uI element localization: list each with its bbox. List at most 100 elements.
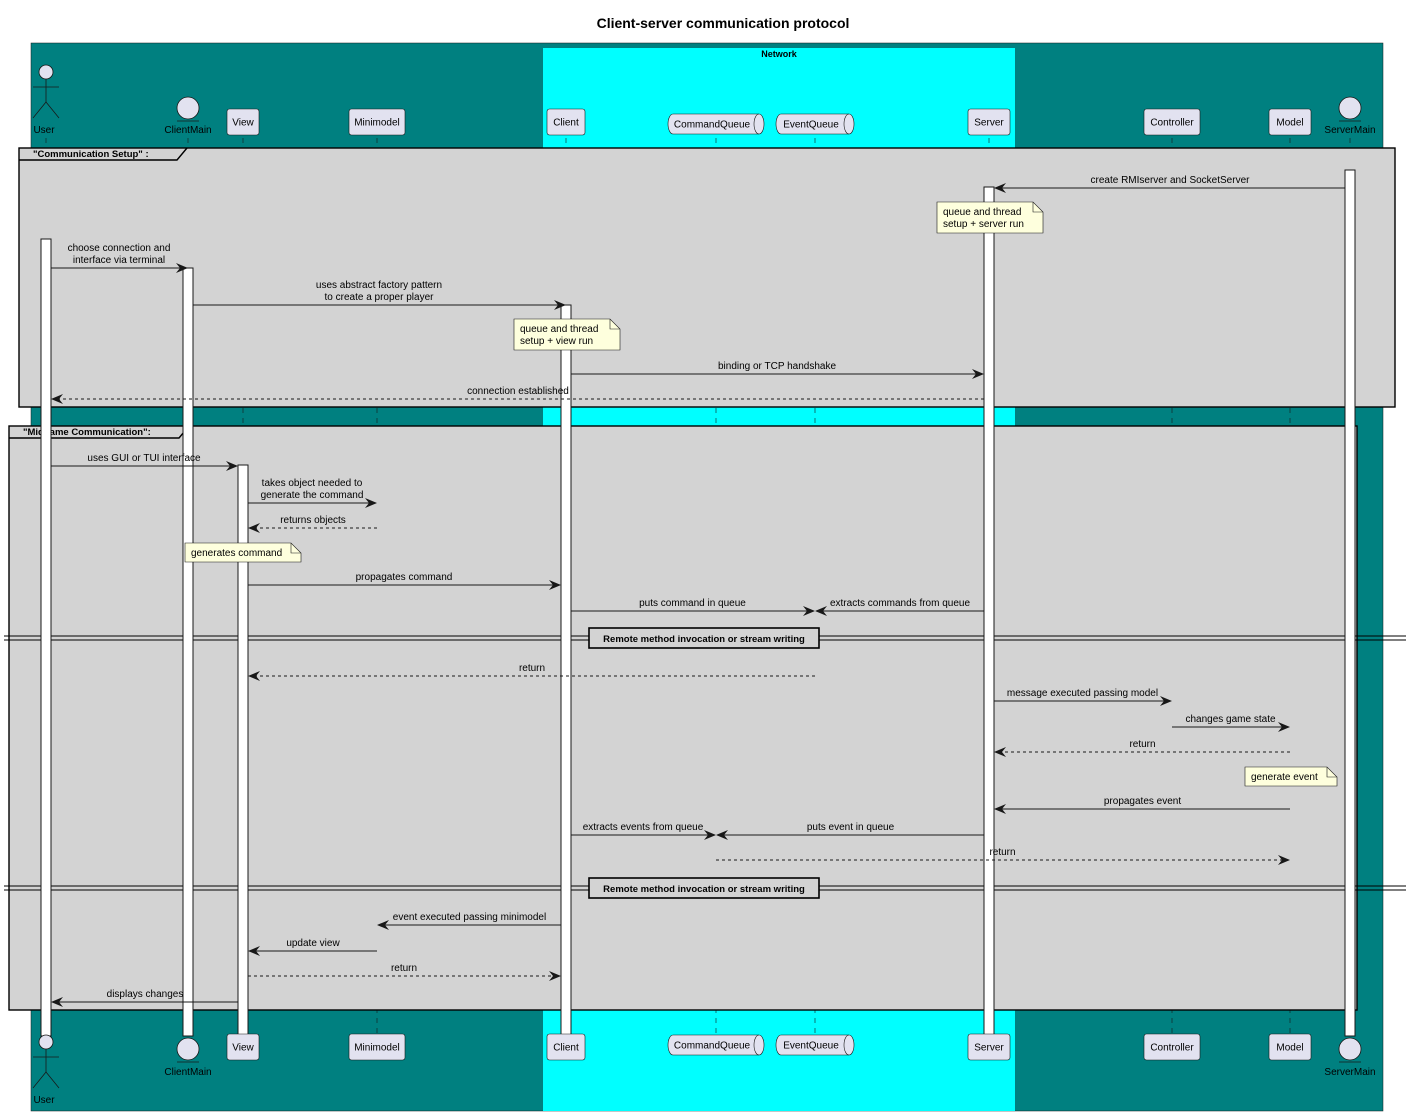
participant-label: ServerMain xyxy=(1324,125,1375,136)
participant-label: ClientMain xyxy=(164,1067,211,1078)
message-label: extracts commands from queue xyxy=(830,598,970,609)
participant-client: Client xyxy=(546,1033,586,1061)
message: event executed passing minimodel xyxy=(377,912,561,930)
participant-clientmain: ClientMain xyxy=(164,1037,212,1078)
participant-box xyxy=(1268,108,1312,136)
participant-minimodel: Minimodel xyxy=(348,1033,406,1061)
participant-label: Server xyxy=(974,118,1004,129)
note-fold xyxy=(1326,767,1337,778)
message-label: puts command in queue xyxy=(639,598,746,609)
message-label: return xyxy=(1129,739,1155,750)
message-label: return xyxy=(519,663,545,674)
note-shape xyxy=(184,542,302,563)
message-label: takes object needed to xyxy=(262,478,363,489)
participant-model: Model xyxy=(1268,1033,1312,1061)
message: propagates event xyxy=(994,796,1290,814)
participant-label: Controller xyxy=(1150,1043,1194,1054)
participant-box xyxy=(348,108,406,136)
entity-circle xyxy=(1338,1037,1362,1061)
participant-label: ClientMain xyxy=(164,125,211,136)
queue-end xyxy=(843,113,850,135)
divider: Remote method invocation or stream writi… xyxy=(4,877,1406,899)
participant-clientmain: ClientMain xyxy=(164,96,212,136)
participant-eventqueue: EventQueue xyxy=(775,1034,855,1056)
message-label: connection established xyxy=(467,386,569,397)
message-label: generate the command xyxy=(261,490,364,501)
message: returns objects xyxy=(248,515,377,533)
participant-label: Model xyxy=(1276,1043,1303,1054)
group-tab xyxy=(19,147,188,161)
diagram-title: Client-server communication protocol xyxy=(597,15,850,31)
entity-circle xyxy=(176,1037,200,1061)
note-shape xyxy=(936,201,1044,234)
participant-box xyxy=(1268,1033,1312,1061)
actor-legs xyxy=(32,1071,60,1089)
participant-user: User xyxy=(32,1034,60,1106)
message-label: interface via terminal xyxy=(73,255,165,266)
note-fold xyxy=(290,543,301,554)
activation-clientmain xyxy=(182,267,194,1037)
participant-box xyxy=(348,1033,406,1061)
message: displays changes xyxy=(51,989,238,1007)
message-label: event executed passing minimodel xyxy=(393,912,546,923)
participant-label: Server xyxy=(974,1043,1004,1054)
command-note: generates command xyxy=(184,542,302,563)
group-label: "Communication Setup" : xyxy=(33,149,149,160)
message-label: return xyxy=(391,963,417,974)
participant-commandqueue: CommandQueue xyxy=(667,1034,765,1056)
participant-label: Minimodel xyxy=(354,1043,400,1054)
message-label: return xyxy=(989,847,1015,858)
entity-circle xyxy=(176,96,200,120)
participant-eventqueue: EventQueue xyxy=(775,113,855,135)
actor-head xyxy=(38,1034,54,1050)
note-text: generates command xyxy=(191,548,282,559)
message: create RMIserver and SocketServer xyxy=(994,175,1345,193)
participant-label: View xyxy=(232,118,254,129)
activation-server xyxy=(983,186,995,1037)
messages: create RMIserver and SocketServer choose … xyxy=(51,175,1345,1007)
message: return xyxy=(994,739,1290,757)
activation-client xyxy=(560,304,572,1037)
note-text: setup + server run xyxy=(943,219,1024,230)
participant-model: Model xyxy=(1268,108,1312,136)
note-text: queue and thread xyxy=(520,324,598,335)
group-frame xyxy=(8,425,1358,1011)
participant-label: CommandQueue xyxy=(674,1041,751,1052)
note-text: generate event xyxy=(1251,772,1318,783)
message-label: uses abstract factory pattern xyxy=(316,280,442,291)
actor-legs xyxy=(32,101,60,119)
message: return xyxy=(248,963,561,981)
message: puts event in queue xyxy=(716,822,984,840)
participant-servermain: ServerMain xyxy=(1324,96,1376,136)
participant-label: Controller xyxy=(1150,118,1194,129)
participant-minimodel: Minimodel xyxy=(348,108,406,136)
event-note: generate event xyxy=(1244,766,1338,787)
message-label: message executed passing model xyxy=(1007,688,1158,699)
queue-end xyxy=(753,1034,760,1056)
message: uses GUI or TUI interface xyxy=(51,453,238,471)
participant-label: Client xyxy=(553,1043,579,1054)
message: return xyxy=(716,847,1290,865)
message-label: choose connection and xyxy=(68,243,171,254)
participant-box xyxy=(226,108,260,136)
participant-controller: Controller xyxy=(1143,108,1201,136)
participant-label: EventQueue xyxy=(783,120,839,131)
message: update view xyxy=(248,938,377,956)
activation-user xyxy=(40,238,52,1037)
message: propagates command xyxy=(248,572,561,590)
group-midgame: "Midgame Communication": xyxy=(8,425,1358,1011)
message: message executed passing model xyxy=(994,688,1172,706)
divider-box xyxy=(588,877,820,899)
message-label: update view xyxy=(286,938,340,949)
note-fold xyxy=(609,319,620,330)
participant-view: View xyxy=(226,108,260,136)
actor-head xyxy=(38,64,54,80)
participant-box xyxy=(1143,108,1201,136)
participant-label: Model xyxy=(1276,118,1303,129)
